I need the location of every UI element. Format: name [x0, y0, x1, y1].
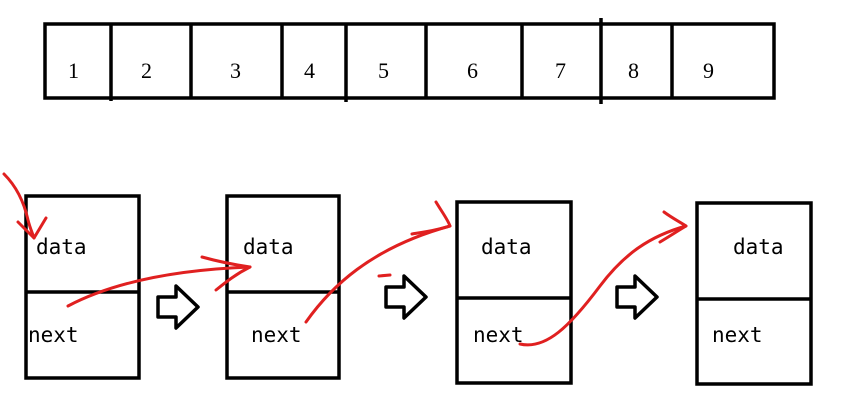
node-next-label: next [473, 323, 524, 347]
node-outline [24, 194, 141, 380]
array-cell-label: 9 [703, 58, 714, 83]
array-cell-label: 4 [304, 58, 315, 83]
list-node: data next [24, 194, 141, 380]
array-cell-label: 6 [467, 58, 478, 83]
node-data-label: data [481, 235, 532, 259]
node-outline [225, 194, 341, 380]
hand-drawn-pointer-arrow-icon [304, 224, 452, 324]
node-next-label: next [712, 323, 763, 347]
hand-drawn-pointer-arrow-icon [16, 216, 48, 240]
hand-drawn-pointer-arrow-icon [410, 200, 452, 236]
hand-drawn-pointer-arrow-icon [518, 224, 688, 347]
list-node: data next [455, 200, 573, 385]
hand-drawn-pointer-arrow-icon [200, 255, 252, 292]
array-cell-label: 8 [628, 58, 639, 83]
array-cell-label: 5 [378, 58, 389, 83]
hand-drawn-pointer-arrow-icon [66, 265, 252, 308]
list-node: data next [695, 201, 813, 386]
node-data-label: data [733, 235, 784, 259]
array-cell-label: 7 [555, 58, 566, 83]
array-cell-label: 2 [141, 58, 152, 83]
list-node: data next [225, 194, 341, 380]
node-next-label: next [251, 323, 302, 347]
hand-drawn-pointer-arrow-icon [658, 210, 688, 244]
node-data-label: data [243, 235, 294, 259]
hand-drawn-pointer-arrow-icon [2, 172, 36, 240]
red-mark [377, 273, 392, 278]
hollow-right-arrow-icon [156, 284, 200, 330]
node-next-label: next [28, 323, 79, 347]
node-outline [455, 200, 573, 385]
array-outline [43, 22, 776, 100]
hollow-right-arrow-icon [615, 274, 659, 320]
node-data-label: data [36, 235, 87, 259]
hollow-right-arrow-icon [384, 274, 428, 320]
array-cell-label: 3 [230, 58, 241, 83]
node-outline [695, 201, 813, 386]
array-cell-label: 1 [68, 58, 79, 83]
array-strip: 1 2 3 4 5 6 7 8 9 [43, 18, 776, 104]
